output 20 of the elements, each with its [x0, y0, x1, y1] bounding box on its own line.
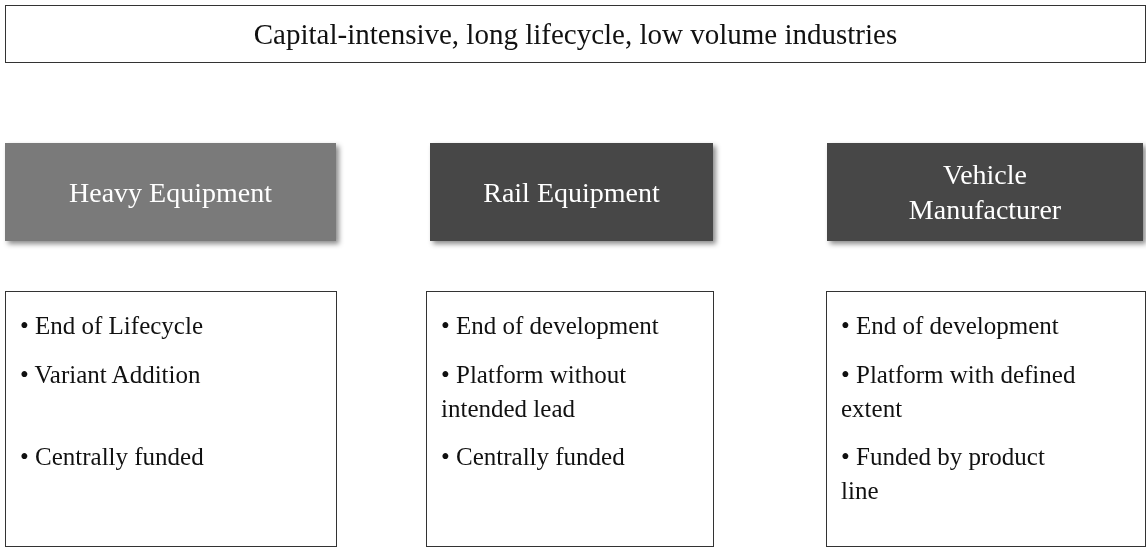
- category-header: [430, 143, 713, 241]
- category-header: [5, 143, 336, 241]
- header-text: Vehicle Manufacturer: [907, 158, 1063, 227]
- header-text: Rail Equipment: [483, 175, 660, 210]
- feature-box: [826, 291, 1146, 547]
- category-header: [827, 143, 1143, 241]
- header-text: Heavy Equipment: [69, 175, 272, 210]
- bullet-item: • Platform with defined extent: [841, 360, 1077, 424]
- bullet-item: • End of Lifecycle: [20, 311, 204, 341]
- title-text: Capital-intensive, long lifecycle, low volume industries: [253, 17, 898, 51]
- title-box: [5, 5, 1146, 63]
- bullet-item: • Funded by product line: [841, 442, 1046, 506]
- bullet-item: • Centrally funded: [20, 442, 205, 472]
- bullet-item: • Platform without intended lead: [441, 360, 628, 424]
- feature-box: [5, 291, 337, 547]
- bullet-item: • Variant Addition: [20, 360, 202, 390]
- bullet-item: • Centrally funded: [441, 442, 626, 472]
- bullet-item: • End of development: [441, 311, 660, 341]
- feature-box: [426, 291, 714, 547]
- bullet-item: • End of development: [841, 311, 1060, 341]
